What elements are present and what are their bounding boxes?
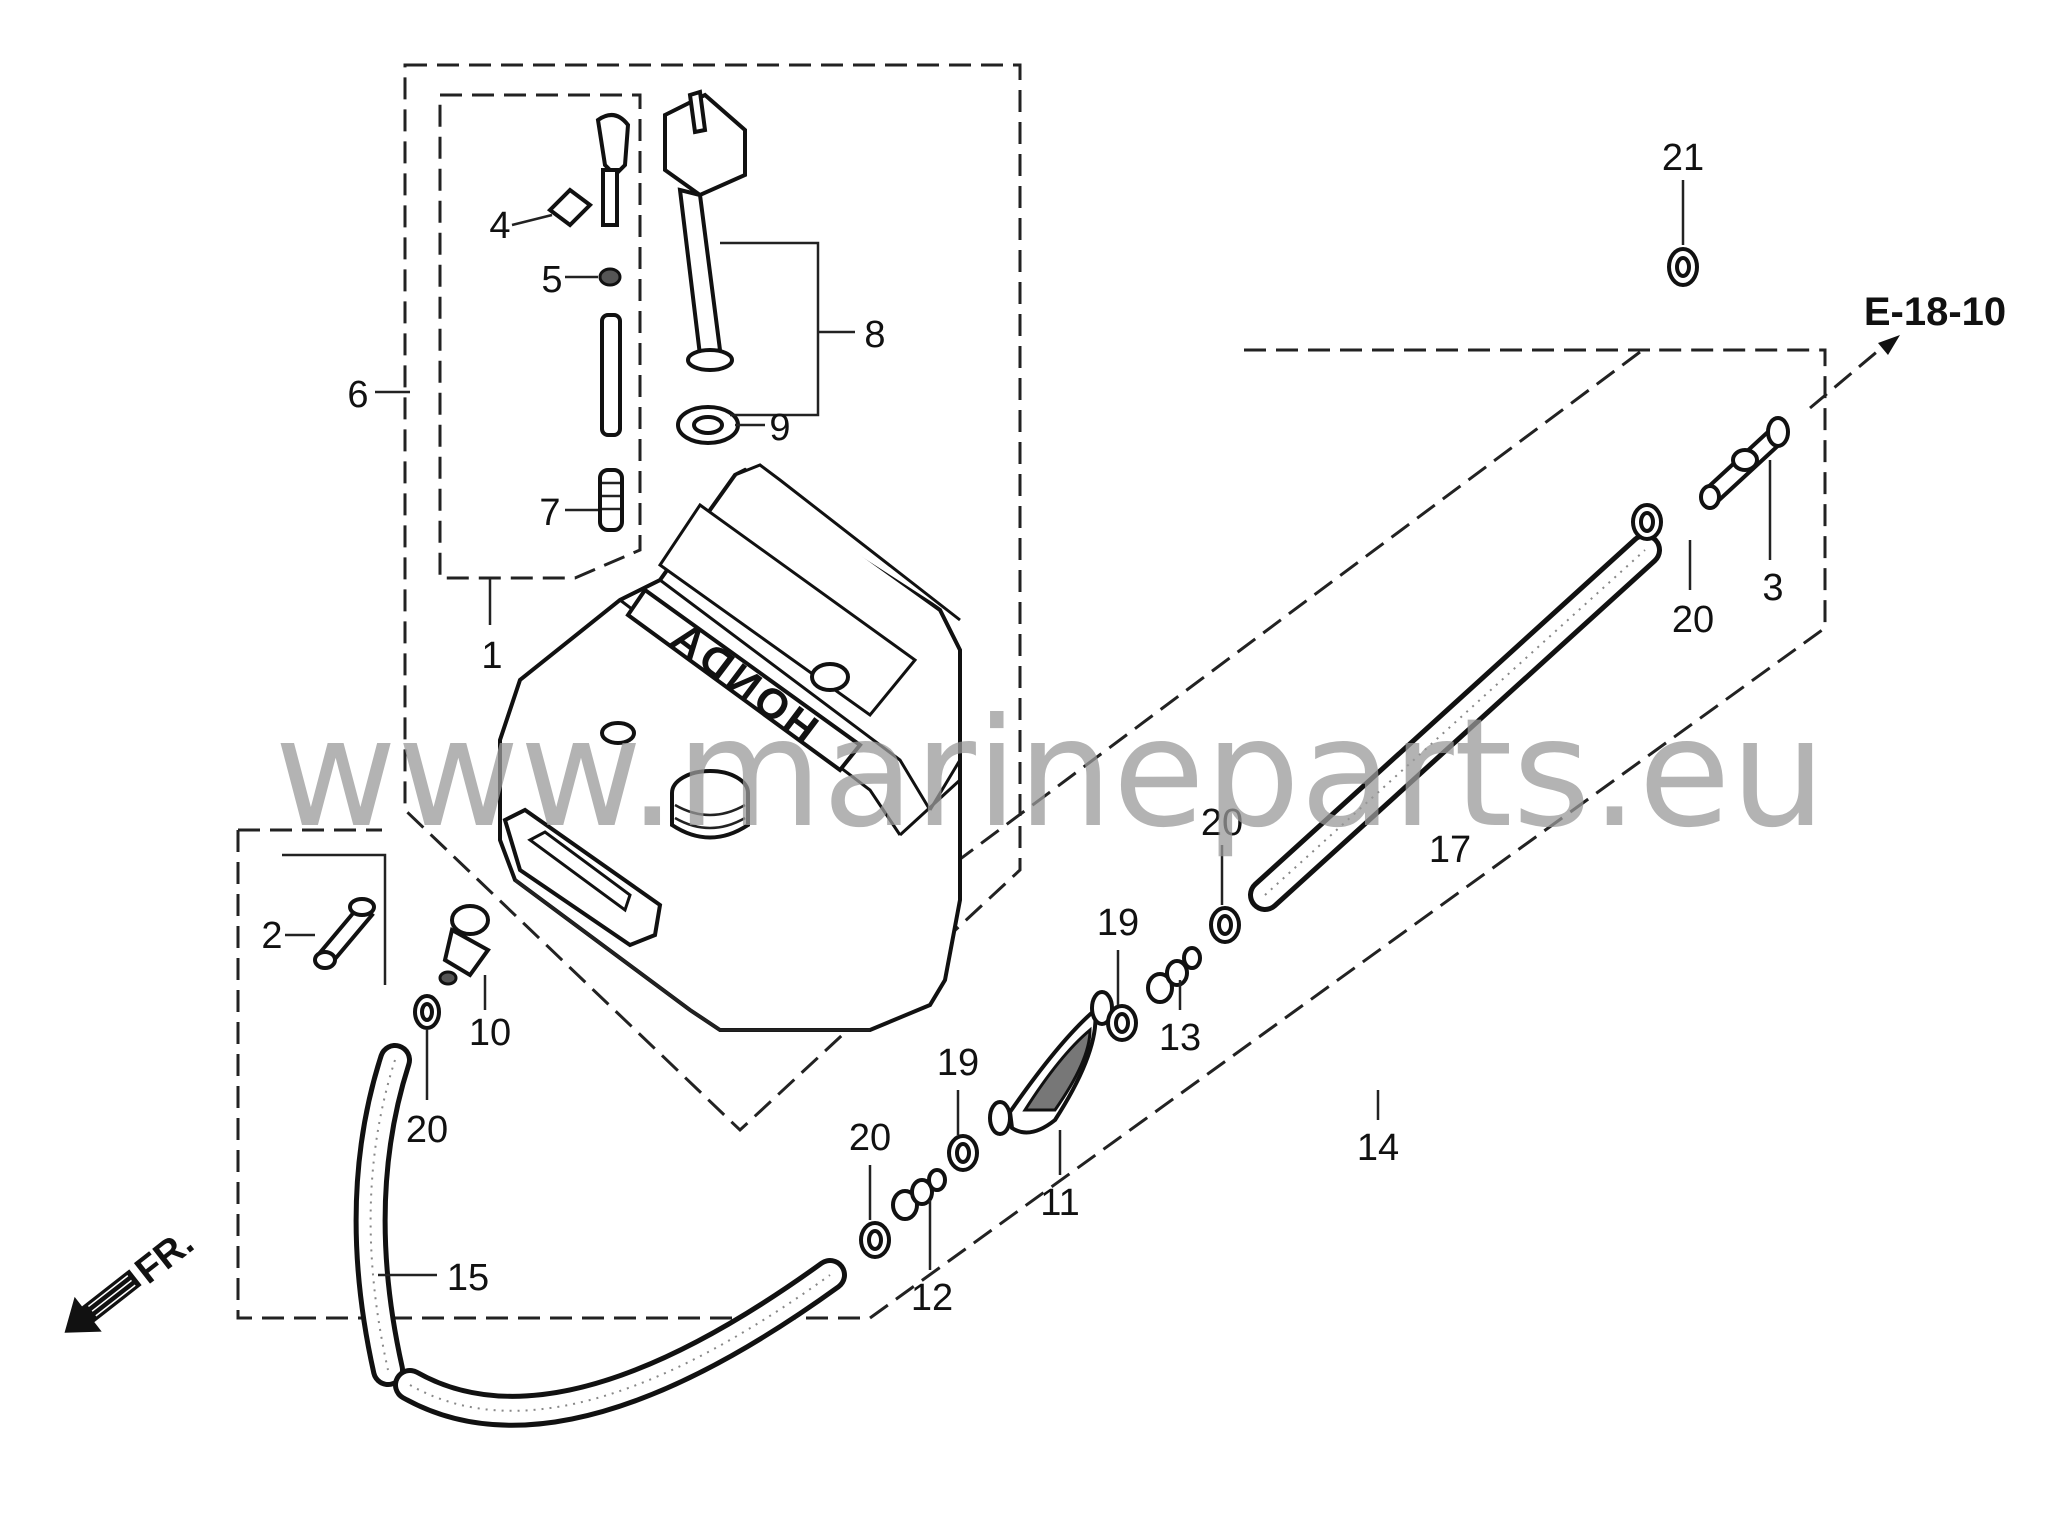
label-4: 4: [489, 205, 510, 247]
fuel-hose-15: [353, 1043, 847, 1428]
label-17: 17: [1429, 829, 1471, 871]
section-reference: E-18-10: [1864, 290, 2006, 334]
clip-20-right: [1631, 503, 1663, 541]
front-arrow-icon: [64, 1269, 142, 1333]
leader-4: [511, 213, 553, 227]
label-21: 21: [1662, 137, 1704, 179]
label-19-bottom: 19: [937, 1042, 979, 1084]
label-20-bottom: 20: [849, 1117, 891, 1159]
fuel-tank: HONDA: [498, 463, 962, 1032]
fitting-10: [438, 904, 491, 986]
label-15: 15: [447, 1257, 489, 1299]
vent-pin: [600, 313, 622, 437]
primer-bulb-11: [988, 990, 1114, 1136]
label-1: 1: [481, 635, 502, 677]
reference-arrow: [1809, 343, 1886, 410]
label-6: 6: [347, 374, 368, 416]
label-19-top: 19: [1097, 902, 1139, 944]
fuel-gauge-8: [663, 89, 747, 372]
label-20-mid: 20: [1201, 802, 1243, 844]
label-11: 11: [1040, 1182, 1079, 1224]
clip-20-bottom: [859, 1221, 891, 1259]
group-outline-hose-assembly: [236, 348, 1827, 1320]
label-20-right: 20: [1672, 599, 1714, 641]
bracket-2: [282, 853, 387, 985]
label-2: 2: [261, 915, 282, 957]
label-5: 5: [541, 259, 562, 301]
clip-19-top: [1106, 1004, 1138, 1042]
reference-arrow-head: [1878, 335, 1900, 355]
clip-20-mid: [1209, 906, 1241, 944]
front-direction-marker: FR.: [64, 1222, 202, 1333]
group-outline-cap: [438, 93, 642, 580]
label-9: 9: [769, 407, 790, 449]
cap-21: [1667, 247, 1699, 287]
label-13: 13: [1159, 1017, 1201, 1059]
watermark: www.marineparts.eu: [274, 687, 1826, 861]
label-3: 3: [1762, 567, 1783, 609]
o-ring-5: [598, 267, 622, 287]
gasket-9: [676, 405, 740, 445]
connector-3: [1699, 416, 1790, 510]
clip-20-left: [413, 994, 441, 1030]
clip-19-bottom: [947, 1134, 979, 1172]
spring-7: [598, 468, 624, 532]
label-20-left: 20: [406, 1109, 448, 1151]
check-valve-12: [891, 1168, 947, 1221]
label-8: 8: [864, 314, 885, 356]
fuel-hose-17: [1248, 533, 1662, 912]
label-10: 10: [469, 1012, 511, 1054]
label-7: 7: [539, 492, 560, 534]
check-valve-13: [1146, 946, 1202, 1004]
label-12: 12: [911, 1277, 953, 1319]
connector-2: [313, 897, 376, 970]
bracket-8: [720, 241, 820, 417]
group-outline-inner: [864, 350, 1641, 932]
label-14: 14: [1357, 1127, 1399, 1169]
cap-knob-4: [546, 113, 631, 228]
tank-handle: [502, 807, 663, 948]
tank-filler-neck: [670, 769, 750, 840]
